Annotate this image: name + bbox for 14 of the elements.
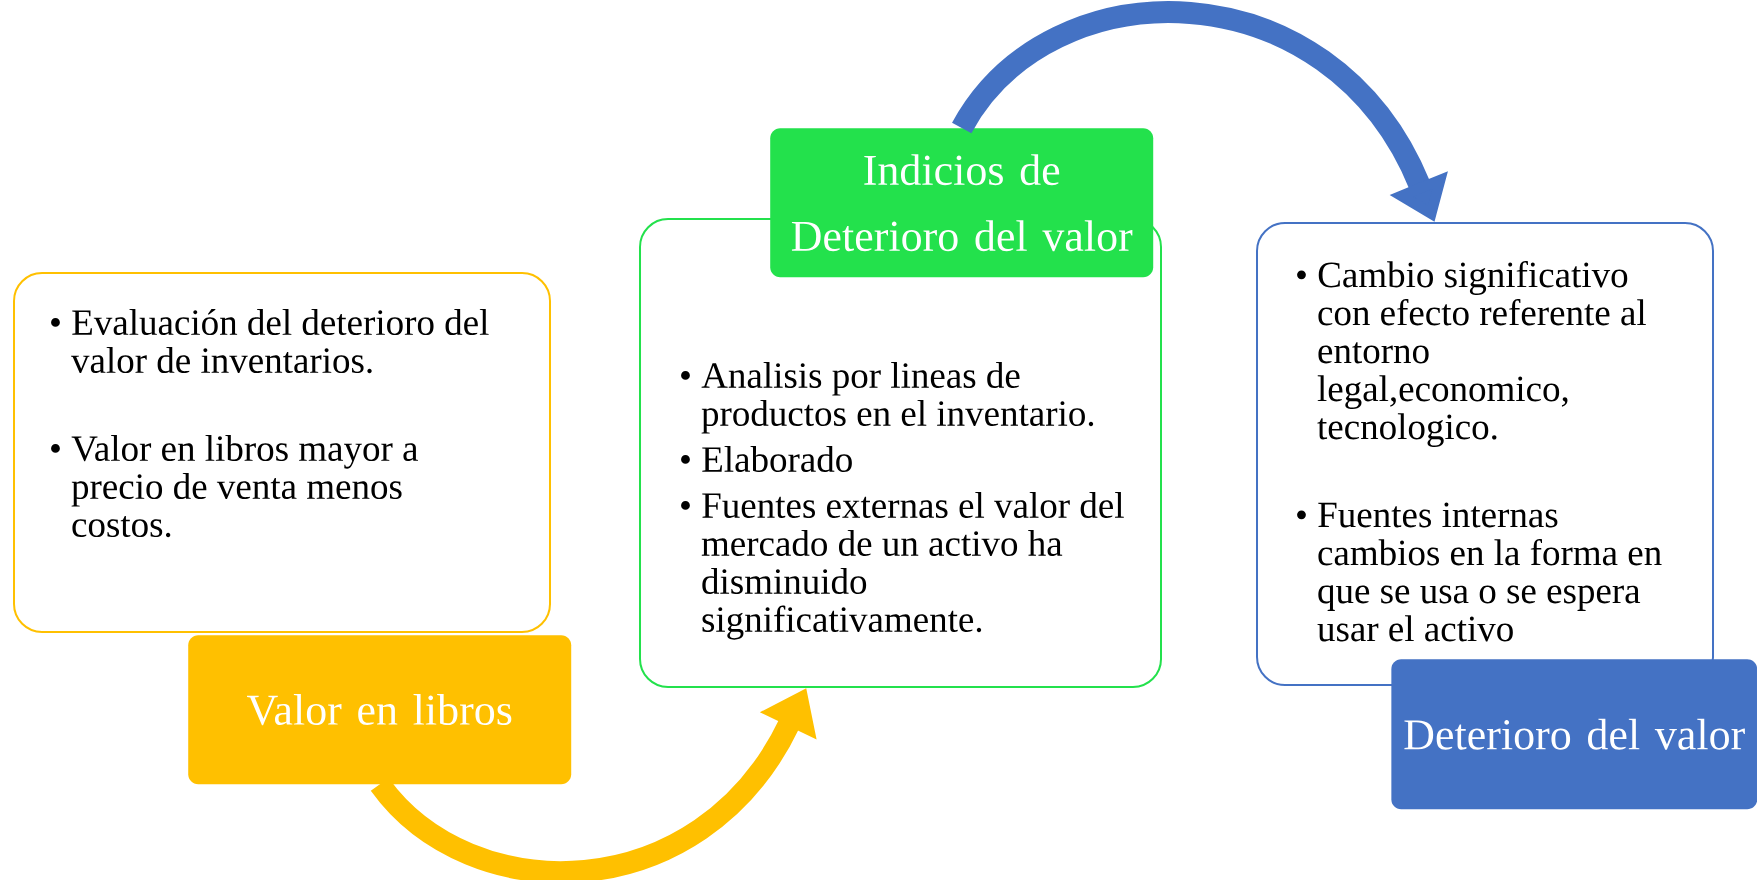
text-card bbox=[1256, 222, 1714, 686]
text-card bbox=[13, 272, 551, 633]
bullet-item: • Analisis por lineas de productos en el inventario. bbox=[681, 362, 1094, 434]
title-box: Valor en libros bbox=[188, 635, 572, 785]
title-box: Indicios de Deterioro del valor bbox=[770, 128, 1154, 278]
bullet-item: • Fuentes internas cambios en la forma en que se usa o se espera usar el activo bbox=[1297, 502, 1662, 642]
text-card bbox=[639, 218, 1162, 688]
bullet-item: • Valor en libros mayor a precio de venta menos costos. bbox=[51, 435, 418, 538]
node-label: Valor en libros bbox=[247, 694, 512, 726]
bullet-item: • Cambio significativo con efecto referente al entorno legal,economico, tecnologico. bbox=[1297, 261, 1646, 447]
bullet-item: • Fuentes externas el valor del mercado de un activo ha disminuido significativamente. bbox=[681, 492, 1124, 640]
bullet-item: • Elaborado bbox=[681, 446, 852, 472]
bullet-item: • Evaluación del deterioro del valor de inventarios. bbox=[51, 309, 489, 374]
title-box: Deterioro del valor bbox=[1391, 659, 1757, 810]
